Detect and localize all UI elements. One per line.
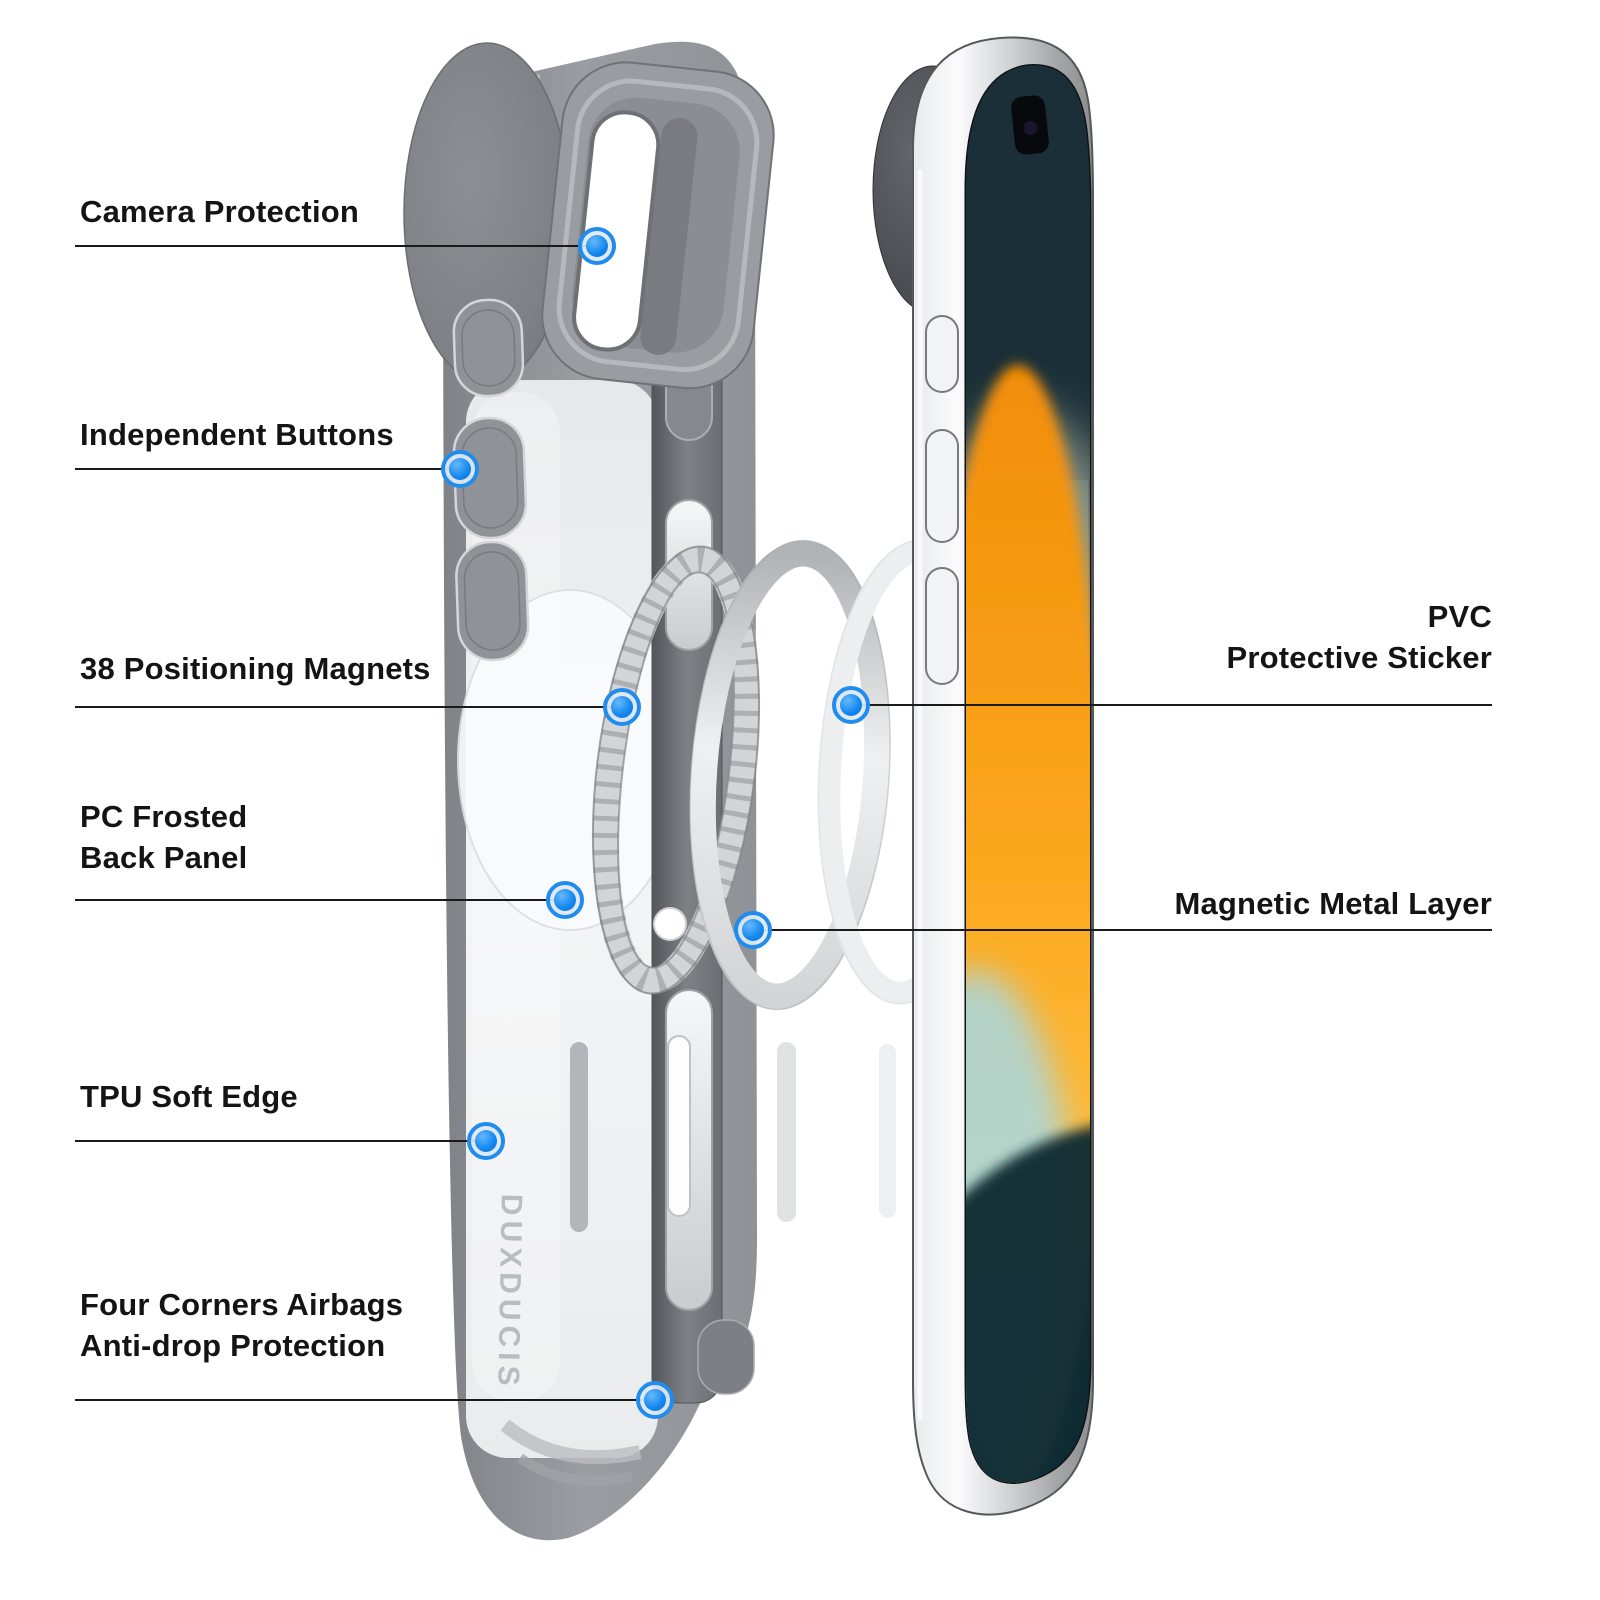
case-camera-opening bbox=[541, 61, 775, 390]
iphone-wallpaper bbox=[966, 65, 1090, 1483]
callout-marker-tpu-soft-edge bbox=[467, 1122, 505, 1160]
callout-label-positioning-magnets: 38 Positioning Magnets bbox=[80, 651, 431, 686]
case-brand-text: DUXDUCIS bbox=[491, 1194, 527, 1391]
callout-label-camera-protection: Camera Protection bbox=[80, 194, 360, 229]
callout-line-pvc-protective-sticker bbox=[851, 704, 1492, 706]
callout-marker-magnetic-metal-layer bbox=[734, 911, 772, 949]
callout-marker-independent-buttons bbox=[441, 450, 479, 488]
phone-case: DUXDUCIS bbox=[403, 41, 775, 1541]
callout-marker-pc-frosted-back-panel bbox=[546, 881, 584, 919]
callout-line-positioning-magnets bbox=[75, 706, 622, 708]
callout-marker-camera-protection bbox=[578, 227, 616, 265]
callout-marker-four-corners-airbags bbox=[636, 1381, 674, 1419]
callout-label-independent-buttons: Independent Buttons bbox=[80, 417, 394, 452]
callout-line-tpu-soft-edge bbox=[75, 1140, 486, 1142]
sticker-bar-faint bbox=[879, 1044, 896, 1218]
callout-line-independent-buttons bbox=[75, 468, 460, 470]
iphone-side-buttons bbox=[925, 315, 959, 685]
callout-marker-pvc-protective-sticker bbox=[832, 686, 870, 724]
camera-hole bbox=[572, 110, 661, 352]
callout-label-pvc-protective-sticker: PVC Protective Sticker bbox=[1226, 599, 1492, 675]
case-side-buttons bbox=[452, 298, 530, 662]
case-dot-hole bbox=[653, 907, 687, 941]
callout-marker-positioning-magnets bbox=[603, 688, 641, 726]
callout-label-tpu-soft-edge: TPU Soft Edge bbox=[80, 1079, 298, 1114]
panel-magnet-bar bbox=[570, 1042, 588, 1232]
callout-label-magnetic-metal-layer: Magnetic Metal Layer bbox=[1174, 886, 1492, 921]
sticker-bar bbox=[777, 1042, 796, 1222]
case-corner-airbag-slot bbox=[697, 1319, 755, 1395]
callout-line-magnetic-metal-layer bbox=[753, 929, 1492, 931]
metal-layer-ring bbox=[689, 539, 891, 1011]
metal-layer-bar bbox=[667, 1035, 691, 1217]
callout-line-camera-protection bbox=[75, 245, 597, 247]
iphone bbox=[872, 36, 1094, 1516]
callout-label-pc-frosted-back-panel: PC Frosted Back Panel bbox=[80, 799, 248, 875]
callout-line-pc-frosted-back-panel bbox=[75, 899, 565, 901]
front-camera-cutout bbox=[1011, 95, 1049, 155]
callout-line-four-corners-airbags bbox=[75, 1399, 655, 1401]
case-magnet-ring bbox=[591, 545, 761, 995]
callout-label-four-corners-airbags: Four Corners Airbags Anti-drop Protectio… bbox=[80, 1287, 404, 1363]
